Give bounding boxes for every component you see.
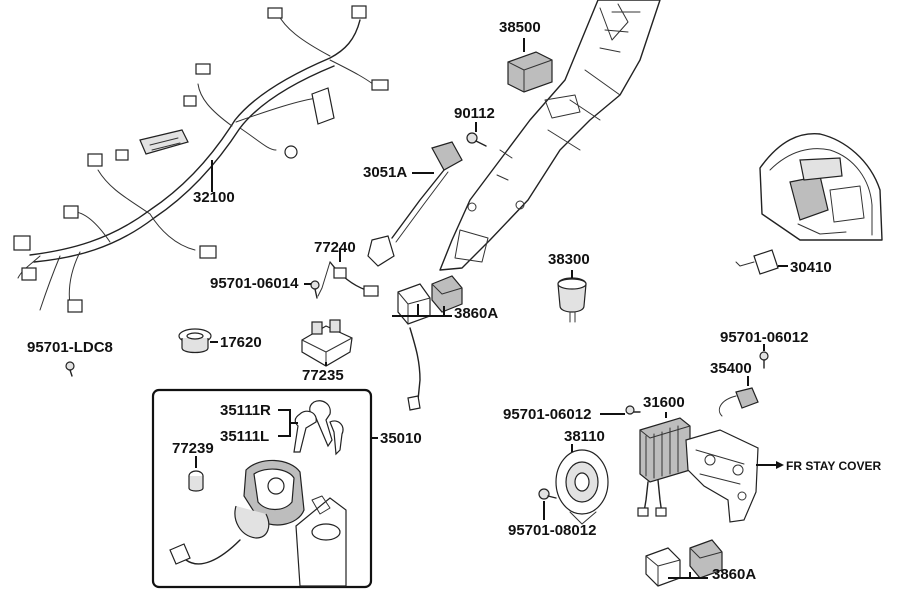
label-38300: 38300 — [548, 251, 590, 268]
front-cover-inset — [759, 133, 883, 241]
part-95701-LDC8-bolt — [65, 361, 75, 377]
part-77239-cylinder — [188, 470, 204, 492]
part-3051A-stop-switch — [367, 141, 463, 267]
part-77235-bracket — [301, 319, 353, 367]
label-90112: 90112 — [454, 105, 495, 122]
part-95701-06012-bolt-right — [759, 351, 769, 369]
label-3860A-top: 3860A — [454, 305, 499, 322]
part-32100-wire-harness — [13, 5, 389, 313]
part-30410-connector — [735, 249, 779, 275]
label-35010: 35010 — [380, 430, 422, 447]
label-95701-06012-left: 95701-06012 — [503, 406, 592, 423]
part-3860A-relays-top — [397, 275, 463, 411]
label-77240: 77240 — [314, 239, 356, 256]
part-95701-06012-bolt-left — [625, 405, 641, 415]
part-90112-bolt — [466, 132, 487, 147]
label-3051A: 3051A — [363, 164, 408, 181]
label-77235: 77235 — [302, 367, 344, 384]
part-3860A-relays-bottom — [645, 539, 723, 587]
part-77240-sub-harness — [317, 261, 379, 297]
label-95701-06012-right: 95701-06012 — [720, 329, 809, 346]
label-fr-stay-cover: FR STAY COVER — [786, 459, 882, 473]
part-ignition-switch — [169, 459, 305, 565]
part-95701-08012-bolt — [538, 488, 557, 500]
part-steering-lock — [295, 495, 347, 587]
label-17620: 17620 — [220, 334, 262, 351]
label-38500: 38500 — [499, 19, 541, 36]
part-17620-grommet — [178, 328, 212, 354]
ignition-set-box — [151, 388, 373, 589]
label-95701-08012: 95701-08012 — [508, 522, 597, 539]
label-35400: 35400 — [710, 360, 752, 377]
label-35111L: 35111L — [220, 428, 270, 445]
label-95701-LDC8: 95701-LDC8 — [27, 339, 113, 356]
part-38500-relay — [507, 51, 553, 93]
part-35400-sensor — [718, 387, 759, 417]
label-32100: 32100 — [193, 189, 235, 206]
part-31600-regulator — [637, 417, 691, 517]
label-35111R: 35111R — [220, 402, 271, 419]
part-38110-horn — [555, 449, 609, 525]
label-3860A-bottom: 3860A — [712, 566, 757, 583]
label-95701-06014: 95701-06014 — [210, 275, 299, 292]
leader-3860A-top-b — [418, 306, 452, 317]
leader-fr-stay-arrow — [776, 461, 784, 469]
label-77239: 77239 — [172, 440, 214, 457]
leader-3860A-bottom — [668, 572, 708, 579]
frame-tube — [439, 0, 661, 271]
label-31600: 31600 — [643, 394, 685, 411]
part-35111-keys — [293, 400, 344, 456]
label-38110: 38110 — [564, 428, 605, 445]
part-38300-flasher — [557, 277, 587, 323]
part-fr-stay-bracket — [685, 429, 759, 523]
label-30410: 30410 — [790, 259, 832, 276]
leader-35111 — [278, 409, 298, 437]
